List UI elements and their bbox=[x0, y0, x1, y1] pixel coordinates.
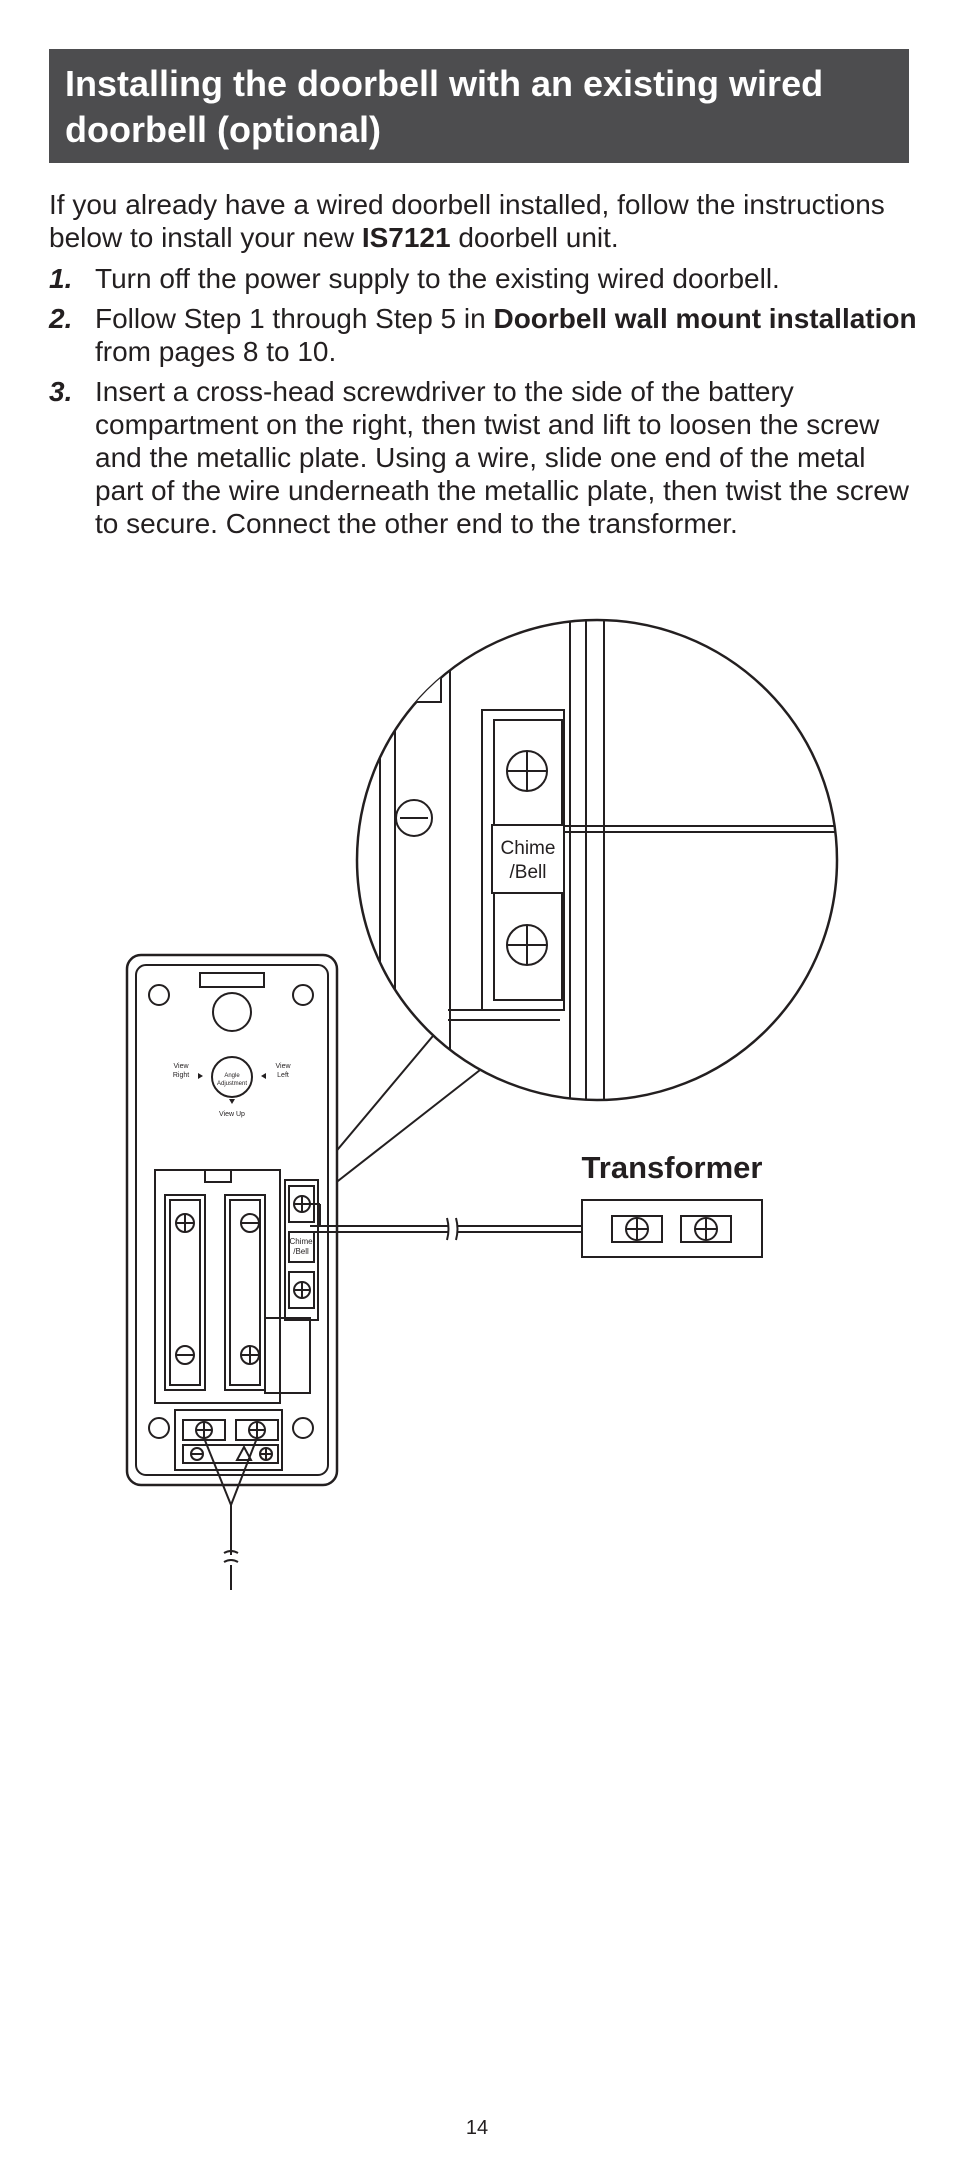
model-number: IS7121 bbox=[361, 222, 451, 253]
zoom-screw-top-icon bbox=[506, 750, 548, 792]
battery-plus-icon bbox=[240, 1345, 260, 1365]
intro-paragraph: If you already have a wired doorbell ins… bbox=[49, 188, 919, 254]
bottom-terminal-screw-icon bbox=[195, 1421, 213, 1439]
zoom-screw-bottom-icon bbox=[506, 924, 548, 966]
step-1: 1. Turn off the power supply to the exis… bbox=[49, 262, 919, 295]
transformer-label: Transformer bbox=[582, 1150, 763, 1185]
battery-minus-icon bbox=[175, 1345, 195, 1365]
unit-view-up: View Up bbox=[219, 1111, 245, 1118]
zoom-chime-label-2: /Bell bbox=[510, 862, 547, 883]
view-right-arrow-icon bbox=[198, 1073, 203, 1079]
step-3: 3. Insert a cross-head screwdriver to th… bbox=[49, 375, 919, 540]
zoom-detail: Chime /Bell bbox=[355, 618, 839, 1102]
transformer-screw-icon bbox=[625, 1217, 649, 1241]
doorbell-unit: Angle Adjustment View Right View Left Vi… bbox=[125, 953, 339, 1590]
unit-view-right-1: View bbox=[173, 1063, 189, 1070]
bottom-terminal-screw-icon bbox=[248, 1421, 266, 1439]
unit-view-left-1: View bbox=[275, 1063, 291, 1070]
zoom-slot-screw-icon bbox=[395, 799, 433, 837]
view-up-arrow-icon bbox=[229, 1099, 235, 1104]
warning-triangle-icon bbox=[235, 1444, 253, 1461]
battery-plus-icon bbox=[175, 1213, 195, 1233]
intro-text-before: If you already have a wired doorbell ins… bbox=[49, 189, 885, 253]
unit-chime-label-2: /Bell bbox=[293, 1247, 309, 1256]
section-title-bar: Installing the doorbell with an existing… bbox=[49, 49, 909, 163]
zoom-chime-label-1: Chime bbox=[501, 838, 556, 859]
unit-chime-label-1: Chime bbox=[289, 1237, 313, 1246]
unit-view-left-2: Left bbox=[277, 1072, 289, 1079]
unit-angle-label-2: Adjustment bbox=[217, 1081, 247, 1087]
battery-minus-icon bbox=[240, 1213, 260, 1233]
step-number: 2. bbox=[49, 303, 73, 334]
step-number: 1. bbox=[49, 263, 73, 294]
minus-terminal-icon bbox=[190, 1447, 204, 1461]
transformer-screw-icon bbox=[694, 1217, 718, 1241]
steps-list: 1. Turn off the power supply to the exis… bbox=[49, 262, 919, 547]
zoom-chime-label-box bbox=[491, 824, 565, 894]
unit-view-right-2: Right bbox=[173, 1072, 189, 1079]
unit-chime-screw-icon bbox=[293, 1281, 311, 1299]
step-2: 2. Follow Step 1 through Step 5 in Doorb… bbox=[49, 302, 919, 368]
page-number: 14 bbox=[465, 2117, 489, 2139]
intro-text-after: doorbell unit. bbox=[450, 222, 619, 253]
transformer: Transformer bbox=[581, 1150, 763, 1258]
step-text: Turn off the power supply to the existin… bbox=[95, 263, 780, 294]
plus-terminal-icon bbox=[259, 1447, 273, 1461]
view-left-arrow-icon bbox=[261, 1073, 266, 1079]
step-reference: Doorbell wall mount installation bbox=[493, 303, 917, 334]
transformer-wire bbox=[302, 1203, 582, 1241]
unit-angle-label-1: Angle bbox=[224, 1073, 240, 1079]
step-text: Insert a cross-head screwdriver to the s… bbox=[95, 376, 909, 539]
step-text-after: from pages 8 to 10. bbox=[95, 336, 337, 367]
page-title: Installing the doorbell with an existing… bbox=[65, 63, 824, 150]
wiring-diagram: Chime /Bell Angle Adjustment View Right … bbox=[125, 618, 839, 1590]
step-text-before: Follow Step 1 through Step 5 in bbox=[95, 303, 494, 334]
step-number: 3. bbox=[49, 376, 73, 407]
